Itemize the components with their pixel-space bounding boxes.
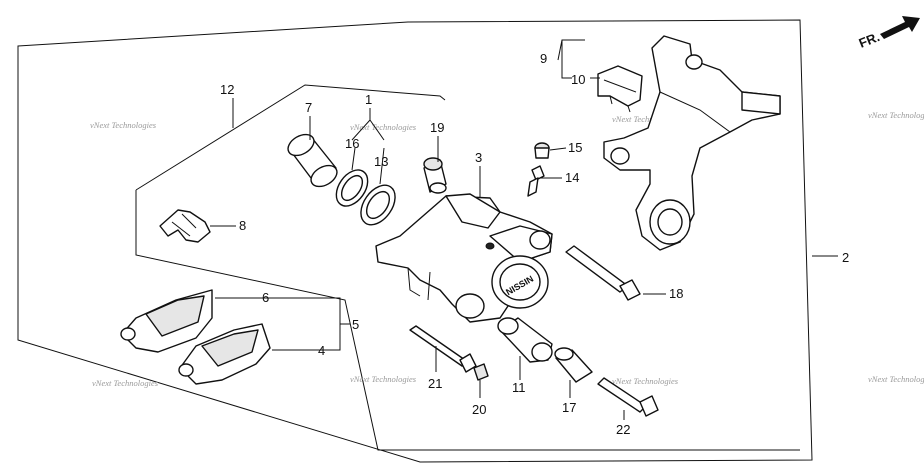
callout-18: 18 — [669, 286, 683, 301]
caliper-bracket-part — [603, 35, 781, 251]
callout-22: 22 — [616, 422, 630, 437]
callout-19: 19 — [430, 120, 444, 135]
pin-boot-part — [497, 317, 553, 363]
pin-plug-part — [473, 363, 489, 381]
watermark: vNext Technologies — [868, 110, 924, 120]
callout-16: 16 — [345, 136, 359, 151]
watermark: vNext Technologies — [350, 122, 417, 132]
callout-21: 21 — [428, 376, 442, 391]
pad-pin-part — [409, 325, 477, 373]
piston-part — [287, 133, 338, 188]
watermark: vNext Technologies — [612, 114, 679, 124]
callout-4: 4 — [318, 343, 325, 358]
callout-labels: 12 7 1 16 13 19 3 9 10 15 14 8 2 18 6 5 … — [220, 51, 849, 437]
pad-retainer-part — [597, 65, 643, 113]
callout-2: 2 — [842, 250, 849, 265]
callout-10: 10 — [571, 72, 585, 87]
bleeder-cap-part — [534, 142, 550, 159]
callout-5: 5 — [352, 317, 359, 332]
piston-seal-part — [360, 184, 396, 226]
bleeder-screw-part — [527, 165, 545, 197]
pad-spring-part — [159, 209, 211, 243]
direction-label: FR. — [857, 29, 882, 51]
brake-pad-inner-part — [178, 323, 271, 385]
callout-13: 13 — [374, 154, 388, 169]
callout-14: 14 — [565, 170, 579, 185]
callout-15: 15 — [568, 140, 582, 155]
watermark: vNext Technologies — [92, 378, 159, 388]
callout-3: 3 — [475, 150, 482, 165]
flange-bolt-part — [597, 377, 659, 417]
callout-11: 11 — [512, 380, 526, 395]
pin-bolt-part — [565, 245, 641, 301]
leader-lines — [210, 39, 838, 420]
dust-seal-part — [335, 169, 369, 207]
sleeve-part — [554, 347, 593, 383]
caliper-frame-top — [135, 84, 446, 191]
watermark: vNext Technologies — [350, 374, 417, 384]
watermark: vNext Technologies — [868, 374, 924, 384]
watermark: vNext Technologies — [90, 120, 157, 130]
callout-7: 7 — [305, 100, 312, 115]
front-direction-arrow-icon — [880, 16, 920, 39]
callout-9: 9 — [540, 51, 547, 66]
callout-6: 6 — [262, 290, 269, 305]
callout-1: 1 — [365, 92, 372, 107]
watermark: vNext Technologies — [612, 376, 679, 386]
assembly-frame — [17, 19, 813, 463]
callout-12: 12 — [220, 82, 234, 97]
callout-17: 17 — [562, 400, 576, 415]
caliper-body-part: NISSIN — [375, 193, 553, 323]
bleed-cap-part — [423, 157, 447, 194]
caliper-frame-bottom — [135, 190, 800, 451]
callout-8: 8 — [239, 218, 246, 233]
callout-20: 20 — [472, 402, 486, 417]
brake-pad-outer-part — [120, 289, 213, 353]
